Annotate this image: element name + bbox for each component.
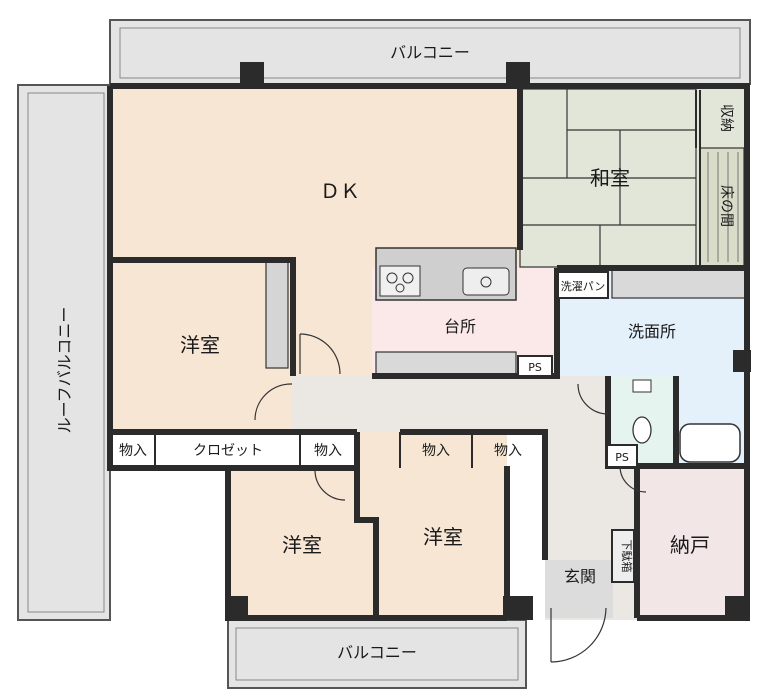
hall-floor: [292, 376, 637, 432]
yoshitsu-s-label: 洋室: [423, 525, 463, 549]
roof-balcony-label: ルーフバルコニー: [55, 307, 74, 434]
monoire-4-label: 物入: [494, 443, 522, 459]
kitchen-label: 台所: [444, 317, 476, 336]
ps-bath-label: PS: [615, 451, 629, 464]
genkan-label: 玄関: [564, 567, 596, 586]
monoire-1-label: 物入: [119, 443, 147, 459]
bathtub: [679, 423, 741, 463]
balcony-top: [109, 19, 751, 85]
balcony-top-label: バルコニー: [390, 43, 470, 62]
monoire-3-label: 物入: [422, 443, 450, 459]
nando-floor: [637, 466, 747, 618]
balcony-bottom-label: バルコニー: [337, 643, 417, 662]
yoshitsu-sw-label: 洋室: [282, 533, 322, 557]
senmenjo-label: 洗面所: [628, 322, 676, 341]
nando-label: 納戸: [670, 533, 710, 557]
toilet: [632, 416, 652, 444]
tokonoma-label: 床の間: [718, 185, 734, 227]
shuno-label: 収納: [718, 104, 734, 132]
yoshitsu-nw-floor: [110, 260, 293, 432]
ps-kitchen-label: PS: [528, 361, 542, 374]
yoshitsu-s-floor: [357, 432, 507, 616]
balcony-bottom: [227, 619, 527, 689]
getabako-label: 下駄箱: [620, 540, 634, 573]
closet-label: クロゼット: [193, 443, 263, 459]
monoire-2-label: 物入: [314, 443, 342, 459]
yoshitsu-sw-floor: [228, 466, 376, 616]
genkan-floor: [545, 560, 613, 618]
dk-floor: [110, 86, 520, 261]
sentaku-pan-label: 洗濯パン: [561, 280, 606, 293]
washitsu-label: 和室: [590, 166, 630, 190]
yoshitsu-nw-label: 洋室: [180, 333, 220, 357]
roof-balcony: [17, 84, 111, 621]
dk-label: ＤＫ: [320, 179, 360, 203]
